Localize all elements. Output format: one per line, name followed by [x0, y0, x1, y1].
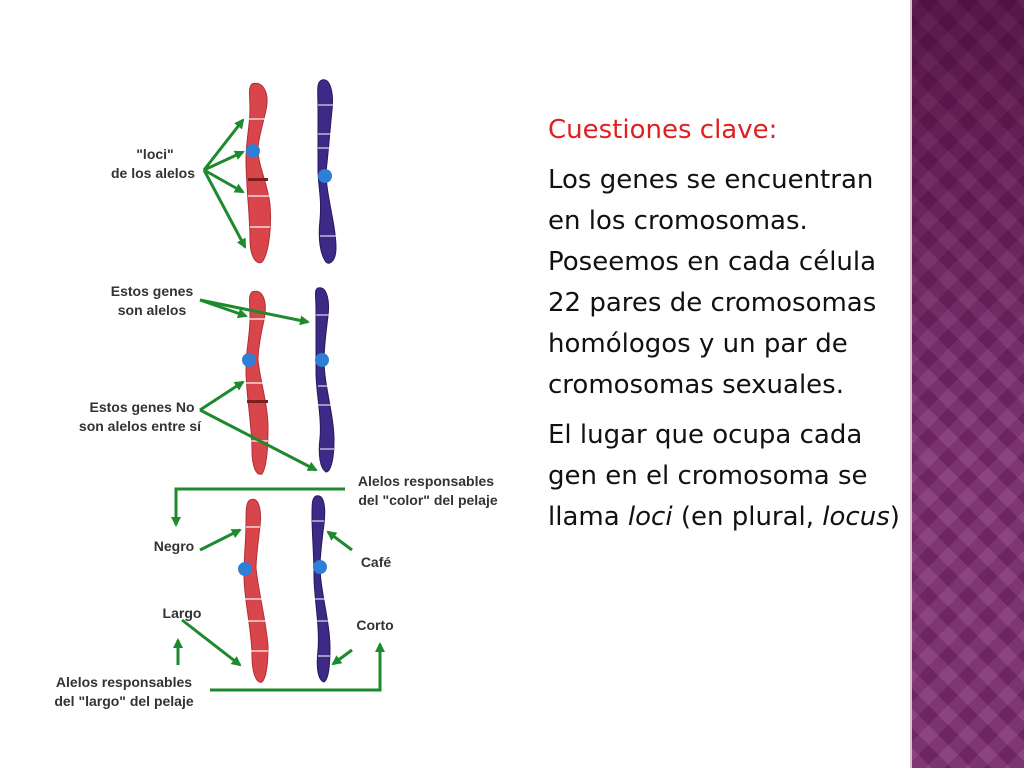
color-bracket [171, 487, 385, 692]
label-color-line1: Alelos responsables [358, 473, 494, 489]
chromosome-diagram: "loci" de los alelos Estos genes [54, 79, 498, 709]
no-alelos-arrows [199, 380, 318, 472]
centromere-dot [318, 169, 332, 183]
label-alelos-line2: son alelos [118, 302, 187, 318]
chromosome-blue-1 [317, 79, 337, 264]
label-no-alelos-line1: Estos genes No [89, 399, 194, 415]
paragraph-genes: Los genes se encuentran en los cromosoma… [548, 165, 877, 400]
chromosome-red-1 [245, 82, 271, 264]
paragraph-locus-lead: El lugar que ocupa cada gen en el cromos… [548, 420, 868, 532]
label-corto: Corto [356, 617, 393, 633]
text-block: Cuestiones clave: Los genes se encuentra… [548, 110, 908, 547]
label-largo-bracket-line1: Alelos responsables [56, 674, 192, 690]
label-largo-bracket-line2: del "largo" del pelaje [54, 693, 194, 709]
alelos-arrows [199, 298, 310, 326]
chromosome-red-2 [245, 290, 269, 475]
centromere-dot [238, 562, 252, 576]
label-largo: Largo [163, 605, 202, 621]
slide-heading: Cuestiones clave: [548, 115, 778, 145]
label-alelos-line1: Estos genes [111, 283, 194, 299]
chromosome-blue-3 [311, 495, 331, 683]
paragraph-locus: El lugar que ocupa cada gen en el cromos… [548, 415, 908, 538]
chromosome-red-3 [243, 498, 269, 683]
label-cafe: Café [361, 554, 392, 570]
term-locus: locus [822, 502, 890, 532]
centromere-dot [246, 144, 260, 158]
label-loci-line2: de los alelos [111, 165, 195, 181]
centromere-dot [242, 353, 256, 367]
decorative-side-band [912, 0, 1024, 768]
label-color-line2: del "color" del pelaje [358, 492, 498, 508]
label-loci-line1: "loci" [136, 146, 173, 162]
centromere-dot [315, 353, 329, 367]
paragraph-locus-mid: (en plural, [672, 502, 823, 532]
label-negro: Negro [154, 538, 194, 554]
centromere-dot [313, 560, 327, 574]
chromosome-blue-2 [315, 287, 335, 473]
label-no-alelos-line2: son alelos entre sí [79, 418, 202, 434]
term-loci: loci [627, 502, 673, 532]
loci-arrows [202, 118, 247, 249]
side-band-edge [910, 0, 913, 768]
paragraph-locus-tail: ) [889, 502, 900, 532]
